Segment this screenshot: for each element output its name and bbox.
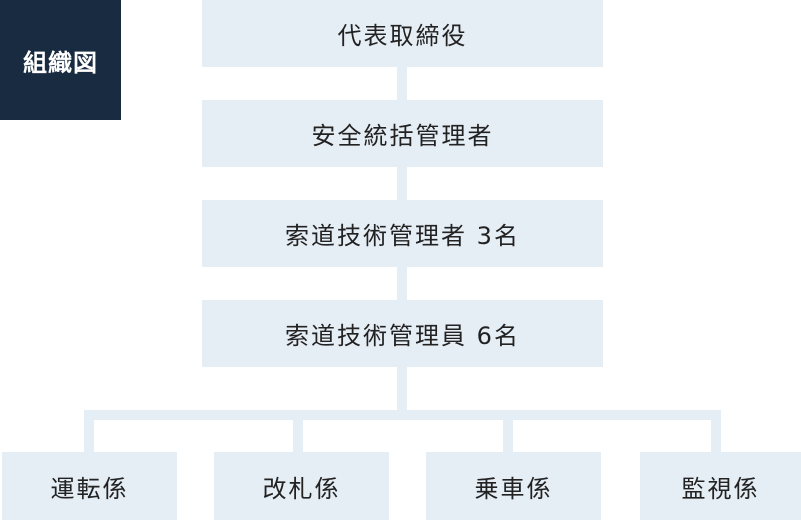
org-box-ticketing: 改札係	[214, 452, 389, 520]
org-box-monitoring: 監視係	[640, 452, 801, 520]
org-box-ceo: 代表取締役	[202, 0, 603, 67]
org-box-ticketing-label: 改札係	[262, 474, 341, 503]
org-chart-title-badge: 組織図	[0, 0, 121, 120]
org-box-operation-label: 運転係	[50, 474, 129, 503]
org-box-safety-manager-label: 安全統括管理者	[311, 122, 494, 150]
org-box-operation: 運転係	[2, 452, 177, 520]
org-box-monitoring-label: 監視係	[681, 474, 760, 503]
org-box-technical-staff-label: 索道技術管理員 6名	[285, 322, 520, 350]
org-box-ceo-label: 代表取締役	[337, 22, 468, 50]
org-box-boarding: 乗車係	[426, 452, 601, 520]
org-box-technical-manager-label: 索道技術管理者 3名	[285, 222, 520, 250]
org-box-technical-staff: 索道技術管理員 6名	[202, 300, 603, 367]
org-box-boarding-label: 乗車係	[474, 474, 553, 503]
org-box-safety-manager: 安全統括管理者	[202, 100, 603, 167]
org-box-technical-manager: 索道技術管理者 3名	[202, 200, 603, 267]
org-chart-title: 組織図	[23, 48, 98, 77]
